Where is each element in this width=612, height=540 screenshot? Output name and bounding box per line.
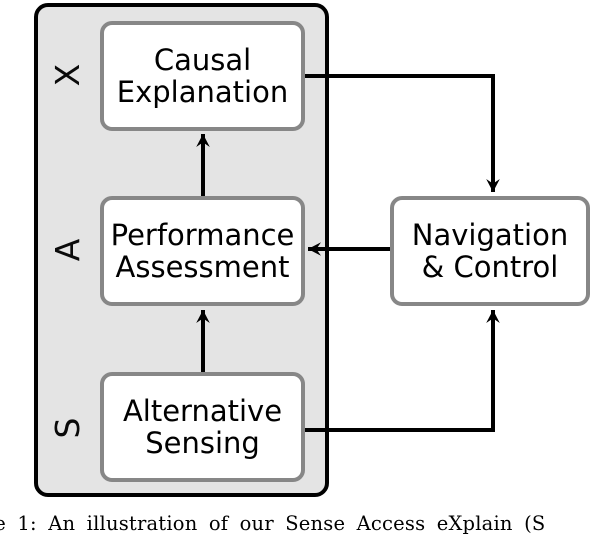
node-navigation-control-line2: & Control [421,250,559,284]
node-alternative-sensing[interactable]: Alternative Sensing [100,372,305,482]
figure-caption: ure 1: An illustration of our Sense Acce… [0,512,546,535]
node-causal-explanation-line1: Causal [153,42,252,77]
edge-sensing-to-navigation [301,310,500,432]
node-alternative-sensing-line1: Alternative [122,393,283,428]
node-navigation-control-line1: Navigation [411,217,569,252]
side-label-x: X [48,63,87,87]
node-causal-explanation-line2: Explanation [116,75,289,109]
node-causal-explanation[interactable]: Causal Explanation [100,21,305,131]
edge-causal-to-navigation [301,74,500,192]
node-navigation-control[interactable]: Navigation & Control [390,196,590,306]
node-performance-assessment[interactable]: Performance Assessment [100,196,305,306]
node-performance-assessment-line1: Performance [110,217,295,252]
side-label-a: A [48,238,87,262]
side-label-s: S [48,417,87,439]
node-performance-assessment-line2: Assessment [115,250,290,284]
node-alternative-sensing-line2: Sensing [145,426,260,460]
